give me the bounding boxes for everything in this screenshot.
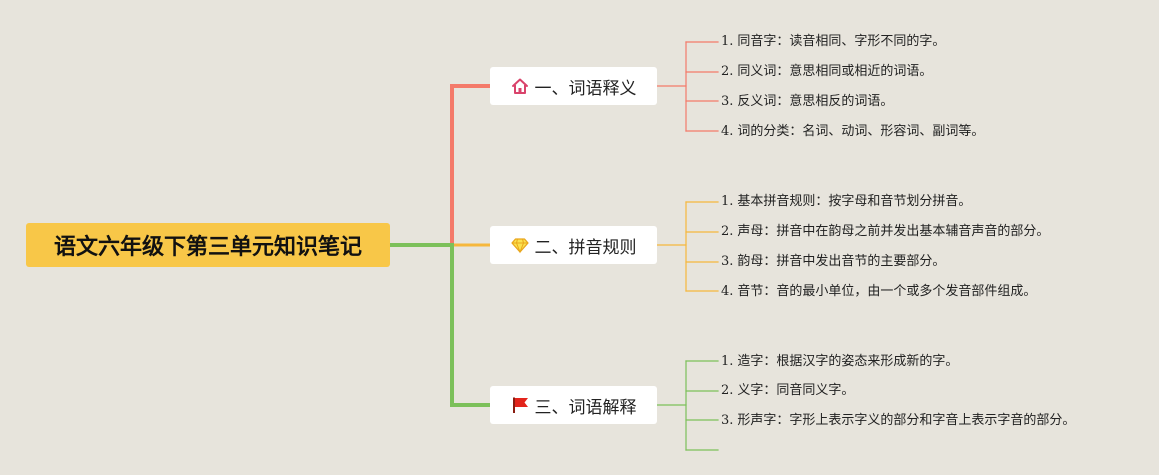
branch-word-meaning[interactable]: 一、词语释义 [490, 67, 657, 105]
leaf-text: 义字：同音同义字。 [737, 383, 855, 398]
leaf-item[interactable]: 1.造字：根据汉字的姿态来形成新的字。 [721, 352, 958, 372]
branch-pinyin-rules[interactable]: 二、拼音规则 [490, 226, 657, 264]
leaf-text: 音节：音的最小单位，由一个或多个发音部件组成。 [737, 284, 1037, 299]
leaf-number: 3. [721, 94, 734, 109]
leaf-text: 词的分类：名词、动词、形容词、副词等。 [737, 124, 985, 139]
leaf-item[interactable]: 2.声母：拼音中在韵母之前并发出基本辅音声音的部分。 [721, 222, 1049, 242]
leaf-item[interactable]: 4.音节：音的最小单位，由一个或多个发音部件组成。 [721, 282, 1036, 302]
leaf-text: 反义词：意思相反的词语。 [737, 94, 894, 109]
leaf-number: 3. [721, 413, 734, 428]
leaf-text: 基本拼音规则：按字母和音节划分拼音。 [737, 194, 972, 209]
branch-label: 二、拼音规则 [534, 237, 637, 258]
leaf-number: 1. [721, 194, 734, 209]
branch-label: 一、词语释义 [534, 78, 637, 99]
home-icon [511, 77, 529, 95]
leaf-item[interactable]: 1.基本拼音规则：按字母和音节划分拼音。 [721, 192, 971, 212]
leaf-number: 3. [721, 254, 734, 269]
leaf-number: 2. [721, 224, 734, 239]
branch-word-explanation[interactable]: 三、词语解释 [490, 386, 657, 424]
leaf-text: 声母：拼音中在韵母之前并发出基本辅音声音的部分。 [737, 224, 1050, 239]
leaf-item[interactable]: 3.形声字：字形上表示字义的部分和字音上表示字音的部分。 [721, 411, 1075, 431]
leaf-number: 1. [721, 34, 734, 49]
leaf-text: 同音字：读音相同、字形不同的字。 [737, 34, 946, 49]
leaf-item[interactable]: 2.同义词：意思相同或相近的词语。 [721, 62, 932, 82]
flag-icon [511, 396, 529, 414]
root-node[interactable]: 语文六年级下第三单元知识笔记 [26, 223, 390, 267]
root-title: 语文六年级下第三单元知识笔记 [53, 235, 362, 260]
leaf-number: 4. [721, 284, 734, 299]
leaf-text: 造字：根据汉字的姿态来形成新的字。 [737, 354, 959, 369]
diamond-icon [510, 236, 529, 254]
leaf-item[interactable]: 3.反义词：意思相反的词语。 [721, 92, 893, 112]
leaf-number: 4. [721, 124, 734, 139]
leaf-text: 同义词：意思相同或相近的词语。 [737, 64, 933, 79]
branch-label: 三、词语解释 [534, 397, 637, 418]
leaf-item[interactable]: 2.义字：同音同义字。 [721, 381, 854, 401]
leaf-item[interactable]: 4.词的分类：名词、动词、形容词、副词等。 [721, 122, 984, 142]
leaf-number: 2. [721, 383, 734, 398]
leaf-text: 形声字：字形上表示字义的部分和字音上表示字音的部分。 [737, 413, 1076, 428]
leaf-item[interactable]: 3.韵母：拼音中发出音节的主要部分。 [721, 252, 945, 272]
leaf-item[interactable]: 1.同音字：读音相同、字形不同的字。 [721, 32, 945, 52]
leaf-number: 2. [721, 64, 734, 79]
leaf-text: 韵母：拼音中发出音节的主要部分。 [737, 254, 946, 269]
leaf-number: 1. [721, 354, 734, 369]
